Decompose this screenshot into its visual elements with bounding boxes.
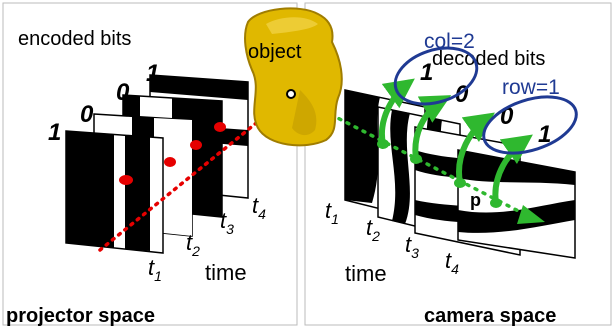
projector-caption: projector space: [6, 305, 155, 327]
projector-ray-point-t1: [119, 175, 133, 185]
object-shape: [244, 7, 343, 147]
projector-panel-border: [2, 2, 298, 326]
decode-arrow-t1: [379, 78, 415, 145]
camera-time-t3: t3: [405, 232, 419, 261]
projector-time-t3: t3: [220, 208, 234, 237]
projector-time-t4: t4: [252, 193, 266, 222]
camera-time-label: time: [345, 261, 387, 286]
projector-bit-1: 1: [48, 119, 61, 146]
camera-bit-1: 1: [420, 59, 433, 86]
projector-time-label: time: [205, 260, 247, 285]
col-ellipse: [393, 46, 479, 106]
camera-frame-t4: [457, 149, 576, 259]
projector-bit-2: 0: [80, 101, 94, 128]
object-surface-point: [286, 89, 296, 99]
camera-caption: camera space: [424, 305, 556, 327]
camera-panel-border: [304, 2, 612, 326]
projector-time-t2: t2: [186, 230, 200, 259]
camera-ray-arrowhead: [517, 205, 545, 224]
projector-ray: [98, 92, 294, 252]
object-label: object: [248, 41, 302, 63]
camera-heading: decoded bits: [432, 48, 545, 70]
row-label: row=1: [502, 76, 560, 99]
projector-frame-t1: [65, 130, 164, 254]
decode-arrow-t3: [456, 112, 495, 184]
projector-time-t1: t1: [148, 255, 162, 284]
projector-point-label: q: [132, 197, 143, 217]
row-ellipse: [482, 95, 578, 155]
camera-time-t1: t1: [325, 198, 339, 227]
projector-heading: encoded bits: [18, 28, 131, 50]
projector-bit-3: 0: [116, 79, 130, 106]
decode-arrow-t4: [492, 134, 533, 204]
projector-ray-point-t2: [164, 157, 176, 167]
projector-ray-point-t3: [190, 140, 202, 150]
camera-point-label: p: [470, 190, 481, 210]
projector-bit-4: 1: [146, 60, 159, 87]
projector-ray-point-t4: [214, 122, 226, 132]
camera-bit-4: 1: [538, 121, 551, 148]
camera-time-t2: t2: [366, 215, 380, 244]
col-label: col=2: [424, 30, 475, 53]
camera-time-t4: t4: [445, 248, 459, 277]
